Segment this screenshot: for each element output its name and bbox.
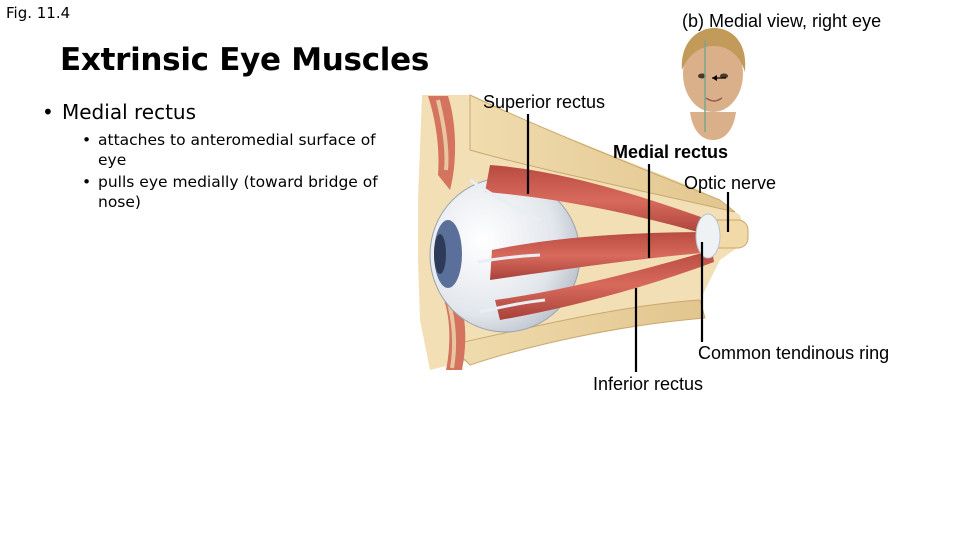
figure-number: Fig. 11.4 (6, 4, 71, 22)
sub-bullet-attachment: attaches to anteromedial surface of eye (78, 130, 402, 170)
muscles (469, 165, 715, 320)
bullet-medial-rectus: Medial rectus (42, 100, 402, 124)
pupil (434, 234, 446, 274)
label-optic-nerve: Optic nerve (684, 173, 777, 193)
sub-bullet-list: attaches to anteromedial surface of eye … (42, 130, 402, 212)
inferior-rectus-muscle (495, 250, 714, 320)
tendinous-ring (695, 213, 721, 259)
label-medial-rectus: Medial rectus (613, 142, 729, 162)
slide-title: Extrinsic Eye Muscles (60, 42, 429, 78)
medial-rectus-muscle (490, 232, 714, 280)
label-common-tendinous-ring: Common tendinous ring (698, 343, 890, 363)
bullet-list: Medial rectus attaches to anteromedial s… (42, 100, 402, 214)
sub-bullet-action: pulls eye medially (toward bridge of nos… (78, 172, 402, 212)
leader-lines (526, 114, 730, 372)
label-superior-rectus: Superior rectus (483, 92, 606, 112)
face-inset (681, 28, 746, 140)
view-caption: (b) Medial view, right eye (682, 11, 882, 31)
label-inferior-rectus: Inferior rectus (593, 374, 704, 394)
superior-rectus-muscle (485, 165, 715, 236)
